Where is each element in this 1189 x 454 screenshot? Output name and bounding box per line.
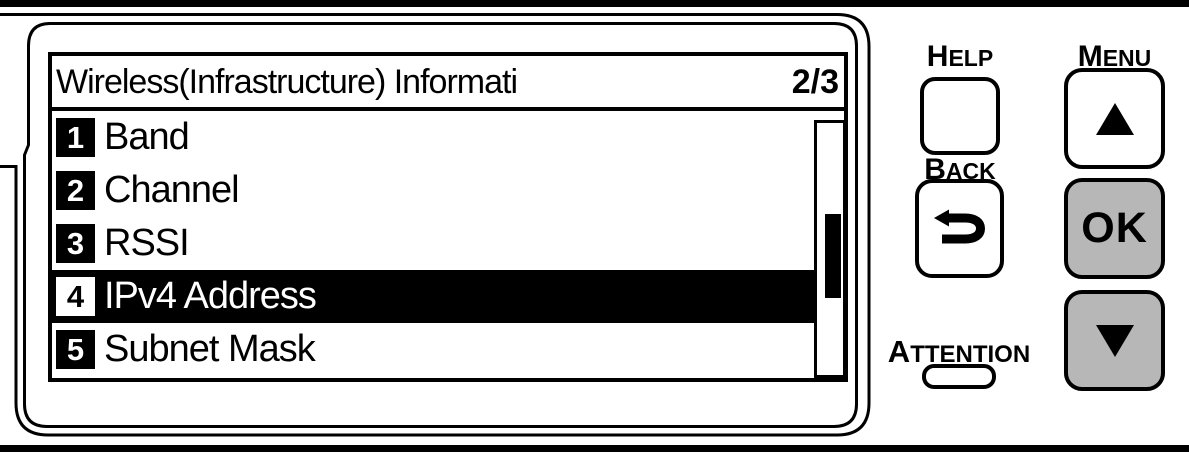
page-indicator: 2/3 (791, 62, 839, 101)
help-button-label: HELP (926, 40, 994, 73)
menu-item-number-badge: 3 (56, 224, 95, 263)
menu-item-label: Channel (104, 169, 240, 211)
ok-button[interactable]: OK (1064, 178, 1165, 279)
title-divider (52, 107, 844, 111)
back-button[interactable] (915, 179, 1004, 278)
panel-top-edge (0, 0, 1189, 7)
menu-item-label: Band (104, 116, 190, 158)
help-button[interactable] (920, 77, 1000, 155)
ok-button-label: OK (1081, 204, 1148, 252)
down-button[interactable] (1064, 290, 1165, 391)
menu-item-number-badge: 4 (56, 277, 95, 316)
attention-label: ATTENTION (887, 334, 1031, 369)
menu-item-number-badge: 1 (56, 118, 95, 157)
menu-up-button[interactable] (1064, 68, 1165, 169)
lcd-title-bar: Wireless(Infrastructure) Informati 2/3 (56, 57, 839, 107)
menu-item-number-badge: 2 (56, 171, 95, 210)
menu-item-label: RSSI (104, 222, 190, 264)
panel-bottom-edge (0, 445, 1189, 452)
page-title: Wireless(Infrastructure) Informati (56, 62, 518, 101)
up-triangle-icon (1095, 102, 1134, 135)
attention-led-indicator (922, 364, 996, 389)
return-arrow-icon (933, 209, 985, 243)
menu-item-label: IPv4 Address (104, 275, 317, 317)
menu-item-label: Subnet Mask (104, 328, 316, 370)
scrollbar-track (814, 120, 846, 378)
menu-item-number-badge: 5 (56, 330, 95, 369)
down-triangle-icon (1095, 324, 1134, 357)
menu-button-label: MENU (1077, 40, 1152, 73)
scrollbar-thumb (825, 214, 841, 298)
